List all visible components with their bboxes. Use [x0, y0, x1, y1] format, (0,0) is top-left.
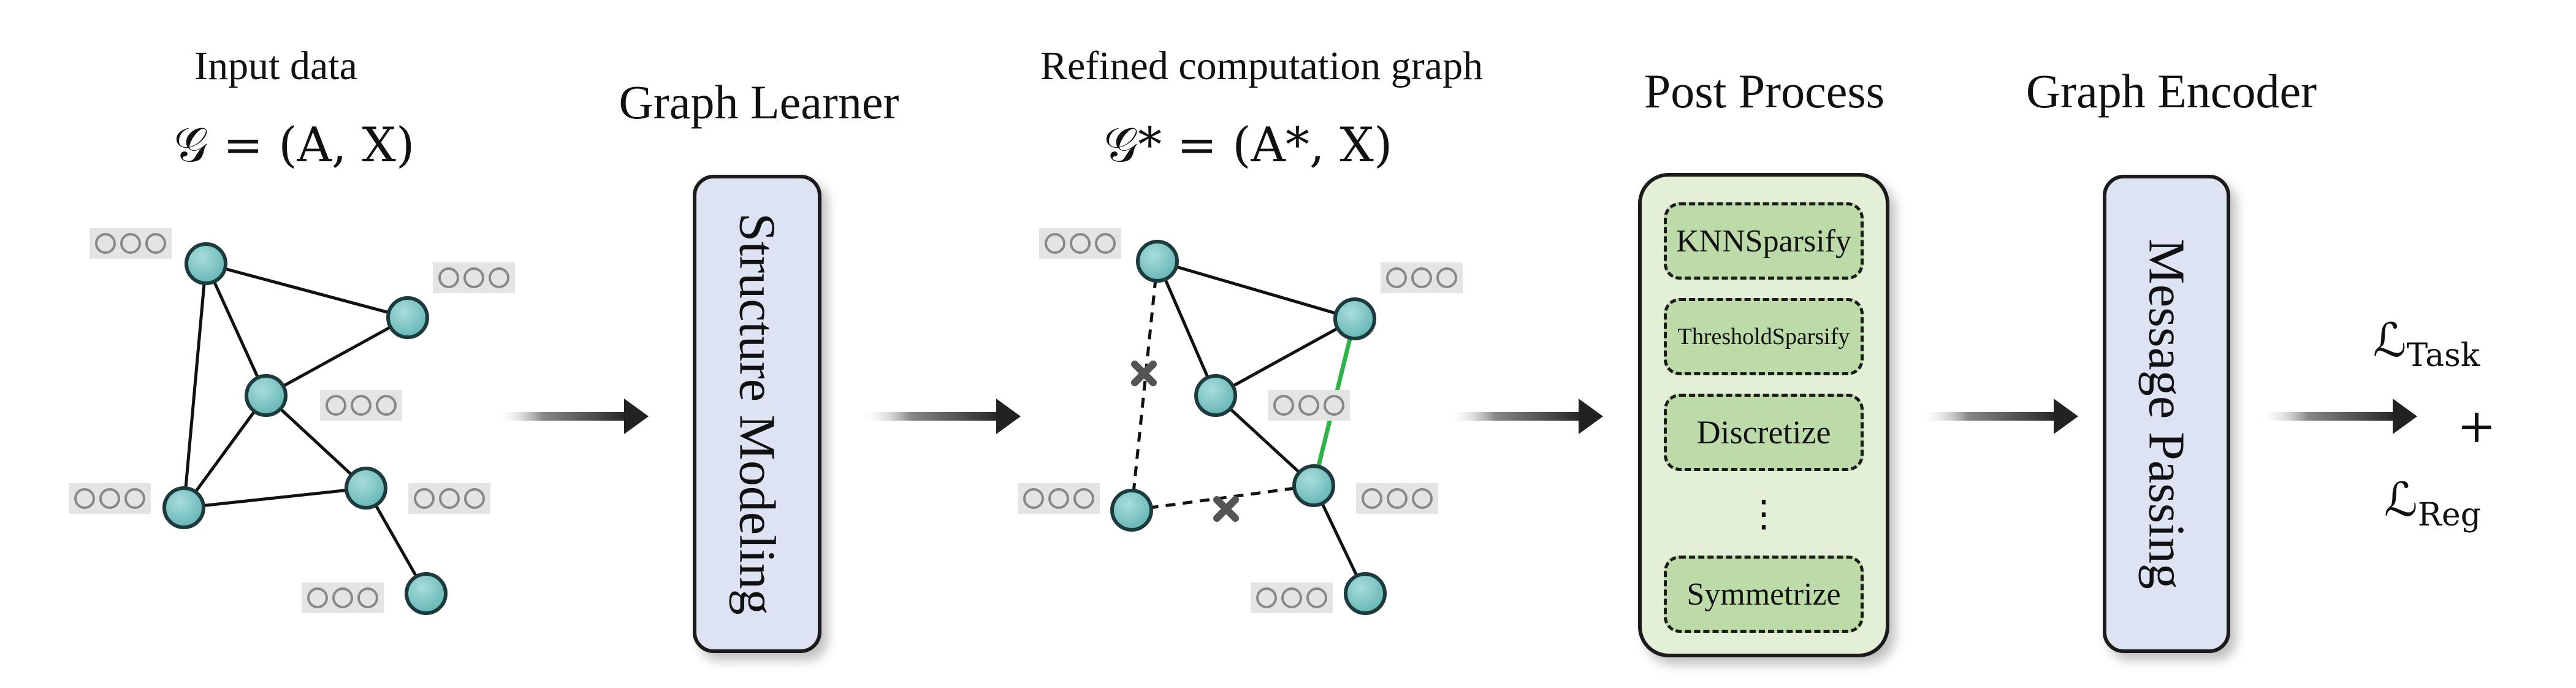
reg-loss-subscript: Reg: [2417, 497, 2481, 534]
threshold-sparsify-step: ThresholdSparsify: [1664, 298, 1864, 375]
more-steps-ellipsis: ⋮: [1745, 494, 1782, 534]
remove-cross-icon: [1131, 361, 1157, 386]
knn-sparsify-step: KNNSparsify: [1664, 202, 1864, 280]
message-passing-box: Message Passing: [2103, 175, 2230, 653]
graph-node: [162, 486, 205, 529]
feature-dots-icon: [1018, 228, 1463, 613]
graph-node: [1194, 374, 1237, 417]
graph-node: [1344, 572, 1387, 615]
graph-node: [1136, 240, 1179, 283]
feature-dots-icon: [69, 228, 515, 613]
graph-node: [345, 467, 387, 510]
graph-learner-title: Graph Learner: [619, 75, 899, 129]
symmetrize-step: Symmetrize: [1664, 556, 1864, 633]
structure-modeling-box: Structure Modeling: [693, 175, 821, 653]
input-graph-nodes: [162, 242, 448, 615]
right-arrow-icon: [2259, 399, 2417, 434]
graph-encoder-title: Graph Encoder: [2025, 64, 2317, 118]
task-loss-symbol: ℒ: [2372, 313, 2407, 367]
discretize-step: Discretize: [1664, 394, 1864, 471]
graph-node: [185, 242, 227, 285]
right-arrow-icon: [1447, 399, 1603, 434]
loss-plus: +: [2457, 399, 2496, 453]
graph-node: [405, 572, 448, 615]
graph-node: [1333, 297, 1376, 340]
input-graph: [69, 228, 515, 615]
right-arrow-icon: [861, 399, 1021, 434]
remove-cross-icon: [1213, 496, 1239, 522]
refined-graph-nodes: [1110, 240, 1387, 615]
right-arrow-icon: [495, 399, 649, 434]
input-graph-formula: 𝒢 = (A, X): [173, 118, 415, 173]
graph-node: [1110, 489, 1153, 532]
reg-loss-symbol: ℒ: [2384, 472, 2418, 527]
refined-graph-formula: 𝒢* = (A*, X): [1103, 118, 1393, 173]
graph-node: [1292, 464, 1335, 507]
graph-node: [386, 296, 429, 339]
task-loss-subscript: Task: [2406, 337, 2480, 375]
refined-graph-title: Refined computation graph: [1040, 44, 1484, 88]
post-process-title: Post Process: [1644, 64, 1885, 118]
reg-loss: ℒReg: [2384, 472, 2481, 533]
removed-edges: [1130, 261, 1314, 512]
refined-graph: [1018, 228, 1463, 615]
right-arrow-icon: [1919, 399, 2078, 434]
post-process-box: KNNSparsify ThresholdSparsify Discretize…: [1638, 173, 1889, 657]
task-loss: ℒTask: [2373, 313, 2480, 374]
graph-node: [245, 374, 288, 417]
input-data-title: Input data: [194, 44, 357, 88]
